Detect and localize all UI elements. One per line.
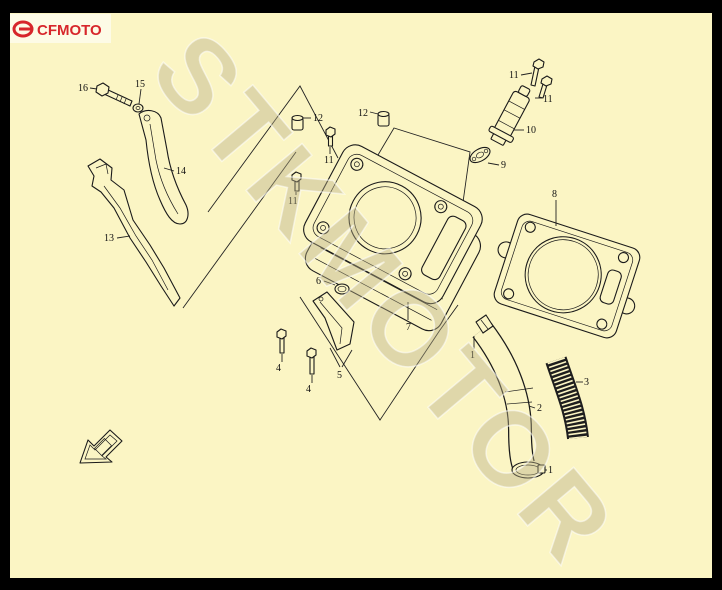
- callout-14: 14: [176, 166, 186, 177]
- logo-text: CFMOTO: [37, 22, 102, 39]
- part-1-clamp-top: [475, 314, 494, 334]
- callout-1-top: 1: [470, 350, 475, 361]
- part-12-cap-right: [377, 110, 390, 127]
- callout-12-right: 12: [358, 108, 368, 119]
- part-4-bolt-b: [306, 347, 317, 375]
- part-11-bolt-a: [325, 126, 336, 147]
- callout-3: 3: [584, 377, 589, 388]
- part-12-cap-left: [291, 114, 304, 131]
- brand-logo: CFMOTO: [10, 14, 111, 43]
- callout-leader-lines: [89, 72, 583, 471]
- part-13-chain-guide: [87, 158, 181, 307]
- part-9-gasket: [469, 146, 491, 164]
- cfmoto-logo-icon: [12, 20, 34, 38]
- part-11-bolt-d: [538, 75, 553, 99]
- callout-4-left: 4: [276, 363, 281, 374]
- callout-9: 9: [501, 160, 506, 171]
- part-2-hose: [472, 322, 536, 472]
- part-16-bolt: [95, 82, 133, 107]
- callout-10: 10: [526, 125, 536, 136]
- callout-12-left: 12: [313, 113, 323, 124]
- part-1-clamp-bottom: [511, 461, 546, 479]
- callout-11-upper: 11: [324, 155, 334, 166]
- callout-1-bottom: 1: [548, 465, 553, 476]
- callout-11-left: 11: [288, 196, 298, 207]
- callout-6: 6: [316, 276, 321, 287]
- callout-11-right: 11: [543, 94, 553, 105]
- part-11-bolt-c: [530, 58, 545, 87]
- part-15-washer: [132, 103, 144, 113]
- callout-8: 8: [552, 189, 557, 200]
- part-11-bolt-b: [291, 171, 302, 192]
- part-14-tensioner-arm: [138, 109, 189, 225]
- callout-15: 15: [135, 79, 145, 90]
- callout-4-right: 4: [306, 384, 311, 395]
- part-7-cylinder-block: [303, 144, 483, 332]
- callout-labels: 16 15 14 13 12 11 11 12 11 11 10 9 8 7 6…: [78, 70, 589, 476]
- part-4-bolt-a: [276, 328, 287, 354]
- callout-7: 7: [406, 322, 411, 333]
- callout-11-top-right: 11: [509, 70, 519, 81]
- part-10-sensor: [488, 85, 531, 146]
- callout-2: 2: [537, 403, 542, 414]
- callout-16: 16: [78, 83, 88, 94]
- part-8-cylinder-gasket: [493, 213, 641, 339]
- part-5-plate: [312, 291, 355, 351]
- front-direction-arrow-icon: [79, 429, 123, 464]
- callout-13: 13: [104, 233, 114, 244]
- part-3-spring-sleeve: [545, 356, 589, 440]
- part-6-o-ring: [334, 283, 350, 295]
- callout-5: 5: [337, 370, 342, 381]
